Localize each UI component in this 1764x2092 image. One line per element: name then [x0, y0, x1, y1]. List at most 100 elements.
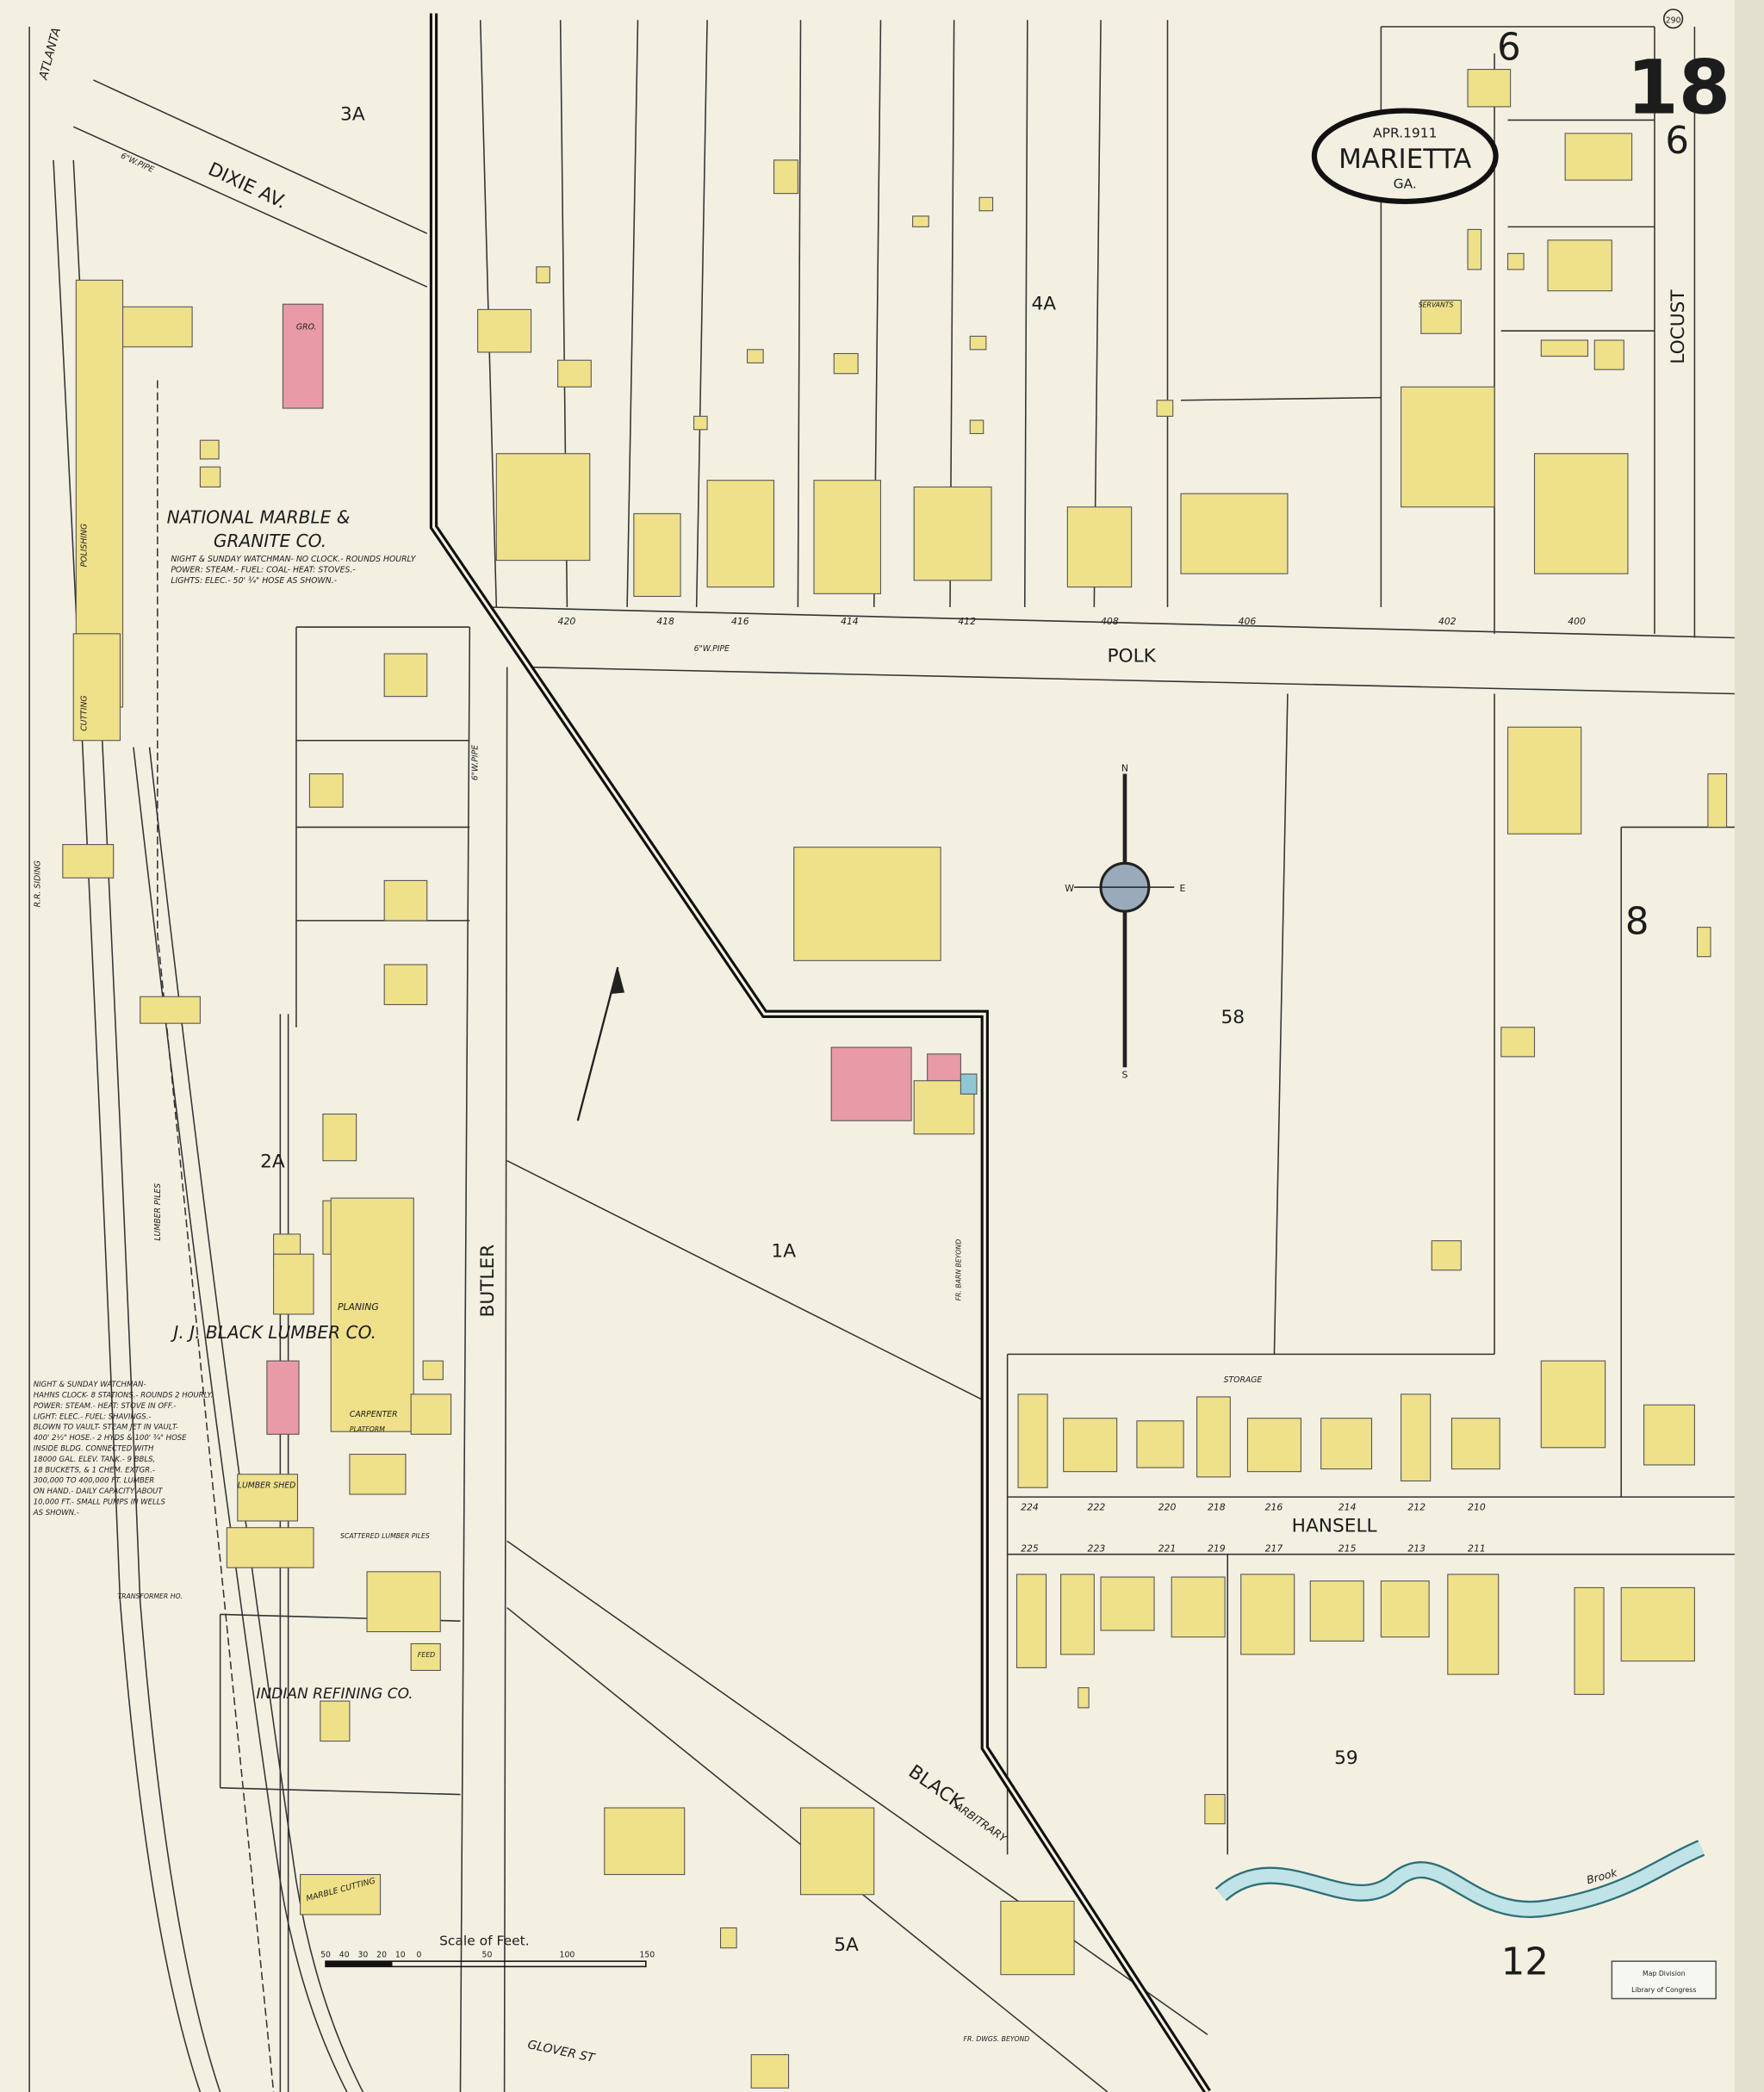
street-polk: POLK: [1107, 645, 1156, 667]
building: [1467, 69, 1512, 108]
house-number: 215: [1339, 1543, 1357, 1555]
label-storage: STORAGE: [1224, 1375, 1263, 1385]
scale-tick-label: 10: [395, 1951, 406, 1960]
building: [536, 266, 550, 283]
adjacent-sheet-8: 8: [1625, 900, 1649, 943]
building: [1707, 773, 1728, 828]
scale-tick-label: 50: [320, 1951, 331, 1960]
building: [706, 480, 775, 588]
note-line: POWER: STEAM.- HEAT: STOVE IN OFF.-: [34, 1402, 177, 1411]
scale-tick-label: 50: [482, 1951, 493, 1960]
label-polishing: POLISHING: [80, 524, 90, 568]
house-number: 400: [1568, 616, 1586, 627]
building: [1309, 1580, 1364, 1642]
building: [1000, 1900, 1075, 1976]
building: [330, 1197, 414, 1432]
house-number: 218: [1208, 1502, 1226, 1513]
stamp-line-1: Map Division: [1643, 1970, 1686, 1977]
library-stamp: Map Division Library of Congress: [1611, 1960, 1717, 2000]
note-line: 10,000 FT.- SMALL PUMPS IN WELLS: [34, 1498, 166, 1506]
building: [1593, 339, 1624, 370]
building: [237, 1474, 299, 1522]
building: [912, 215, 929, 227]
note-line: INSIDE BLDG. CONNECTED WITH: [34, 1444, 154, 1453]
building: [799, 1807, 875, 1896]
note-line: 18000 GAL. ELEV. TANK.- 9 BBLS,: [34, 1456, 156, 1464]
building: [199, 466, 221, 487]
building: [1506, 726, 1582, 835]
label-scattered-lumber: SCATTERED LUMBER PILES: [340, 1532, 430, 1540]
note-line: HAHNS CLOCK- 8 STATIONS.- ROUNDS 2 HOURL…: [34, 1392, 214, 1400]
note-line: LIGHTS: ELEC.- 50' ¾" HOSE AS SHOWN.-: [171, 576, 337, 586]
compass-s: S: [1122, 1070, 1128, 1081]
label-pipe-polk: 6"W.PIPE: [694, 644, 730, 654]
building: [1180, 493, 1289, 574]
street-butler: BUTLER: [477, 1245, 499, 1318]
building: [793, 847, 941, 961]
building: [1401, 1394, 1432, 1482]
note-line: ON HAND.- DAILY CAPACITY ABOUT: [34, 1487, 164, 1496]
note-line: LIGHT: ELEC.- FUEL: SHAVINGS.-: [34, 1412, 152, 1421]
building: [1066, 506, 1133, 588]
block-numbers: 3A 4A 2A 1A 58 59 5A 8 12 6 6: [260, 27, 1689, 1984]
label-fr-dwgs: FR. DWGS. BEYOND: [963, 2035, 1029, 2043]
building: [72, 633, 121, 742]
building: [1156, 400, 1174, 417]
building: [969, 419, 984, 435]
building: [633, 512, 681, 597]
scale-title: Scale of Feet.: [439, 1934, 530, 1949]
scale-tick-label: 150: [639, 1951, 655, 1960]
note-line: 400' 2½" HOSE.- 2 HYDS & 100' ¾" HOSE: [34, 1434, 187, 1443]
note-line: AS SHOWN.-: [33, 1509, 79, 1518]
label-feed: FEED: [418, 1651, 435, 1659]
building: [978, 196, 994, 212]
compass-e: E: [1179, 883, 1185, 894]
label-grocery: GRO.: [296, 323, 317, 332]
house-number: 412: [958, 616, 976, 627]
building: [199, 439, 220, 460]
label-planing: PLANING: [338, 1301, 379, 1313]
house-number: 211: [1468, 1543, 1486, 1555]
building: [1447, 1574, 1500, 1675]
building: [1431, 1240, 1462, 1271]
building: [1196, 1396, 1231, 1478]
house-number: 414: [841, 616, 859, 627]
building: [122, 306, 193, 348]
block-3a: 3A: [340, 103, 365, 125]
house-number: 224: [1021, 1502, 1039, 1513]
building: [266, 1360, 300, 1435]
block-4a: 4A: [1032, 293, 1057, 314]
building: [693, 415, 708, 431]
scale-tick-label: 0: [417, 1951, 422, 1960]
lumber-notes: NIGHT & SUNDAY WATCHMAN-HAHNS CLOCK- 8 S…: [33, 1381, 214, 1518]
building: [1078, 1687, 1090, 1709]
building: [557, 359, 592, 388]
building: [383, 879, 428, 922]
note-line: BLOWN TO VAULT- STEAM JET IN VAULT-: [34, 1424, 178, 1432]
house-number: 418: [656, 616, 674, 627]
building: [1240, 1574, 1295, 1655]
house-number: 212: [1407, 1502, 1425, 1513]
label-pipe-butler: 6"W.PIPE: [471, 745, 481, 780]
margin: [1734, 0, 1764, 2092]
scale-tick-label: 40: [339, 1951, 350, 1960]
label-rr-siding: R.R. SIDING: [34, 860, 43, 907]
house-number: 222: [1088, 1502, 1106, 1513]
scale-tick-label: 100: [560, 1951, 575, 1960]
marble-company-title-2: GRANITE CO.: [214, 531, 326, 551]
house-number: 221: [1158, 1543, 1177, 1555]
adjacent-sheet-12: 12: [1501, 1941, 1549, 1984]
house-number: 219: [1208, 1543, 1226, 1555]
label-lumber-shed: LUMBER SHED: [238, 1481, 295, 1490]
house-number: 217: [1265, 1543, 1283, 1555]
scale-tick-label: 30: [357, 1951, 368, 1960]
building: [273, 1253, 314, 1315]
building: [1500, 1027, 1536, 1058]
building: [410, 1394, 452, 1435]
label-cutting: CUTTING: [80, 695, 90, 731]
building: [1171, 1576, 1226, 1638]
building: [1204, 1794, 1226, 1825]
building: [720, 1927, 737, 1949]
building: [1136, 1420, 1184, 1468]
